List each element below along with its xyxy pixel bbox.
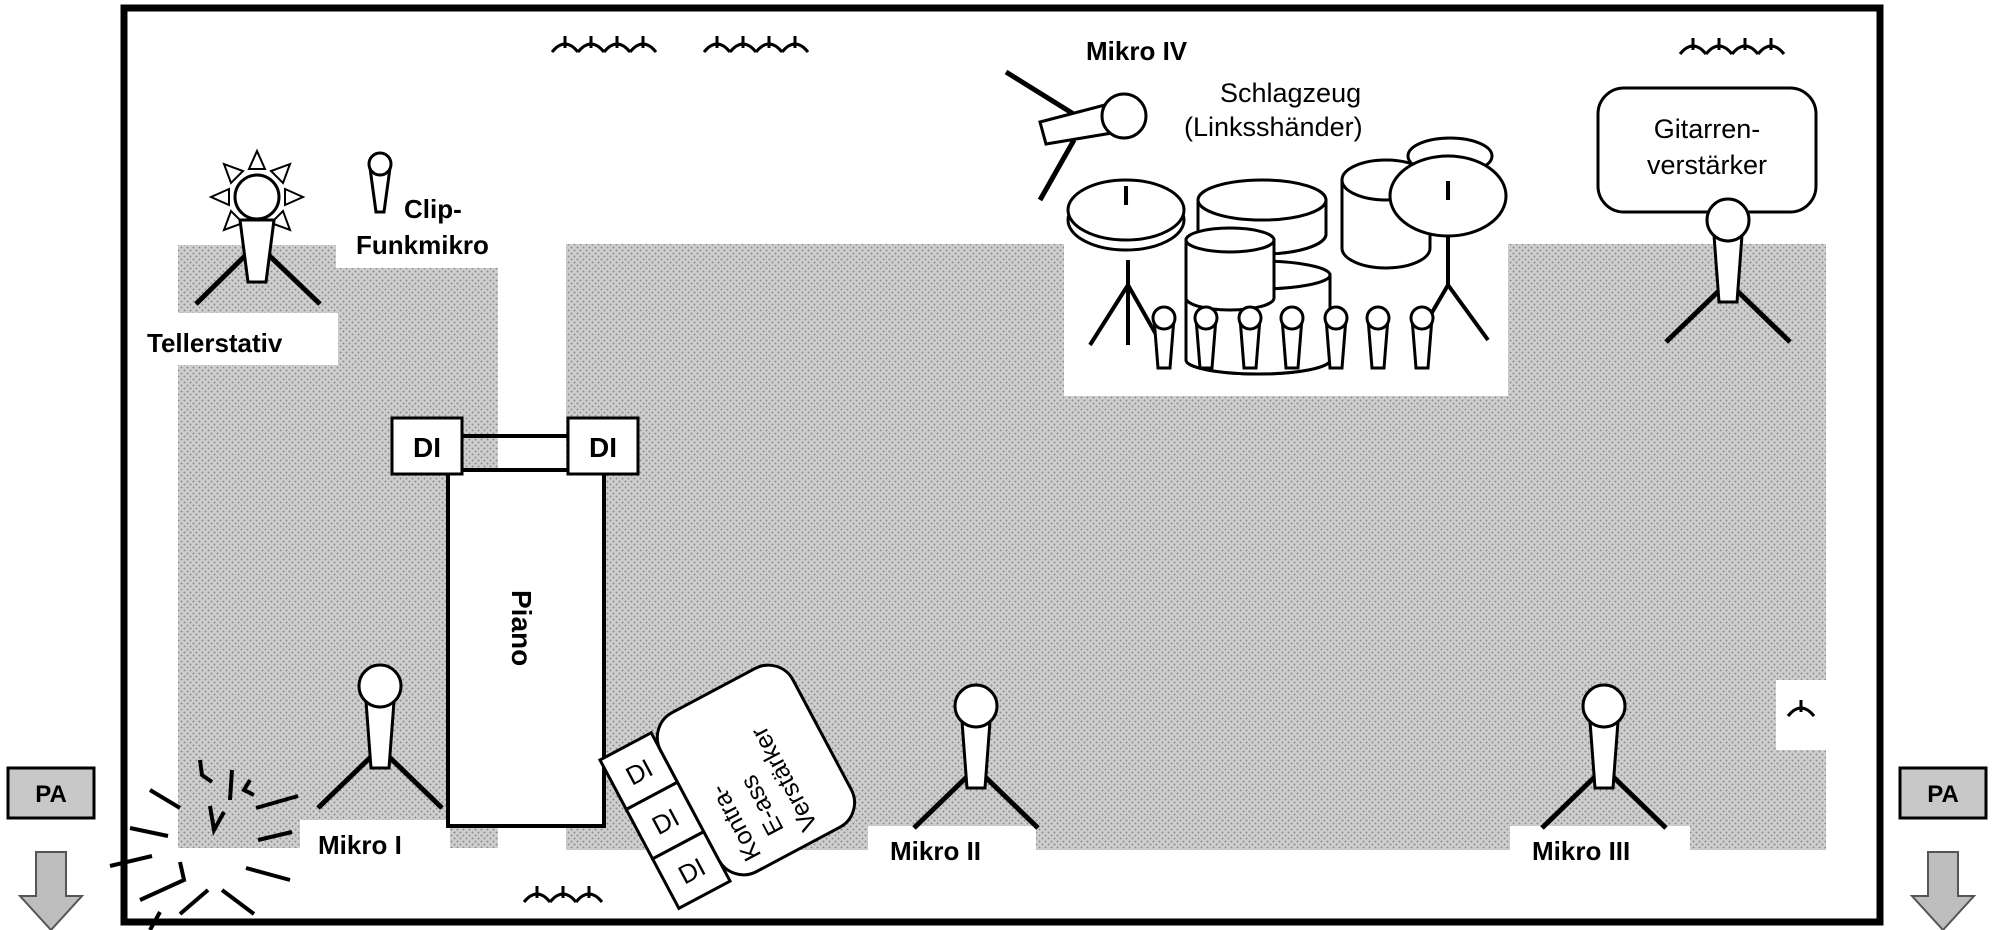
di-box-piano-left: DI [390, 416, 464, 476]
pa-left: PA [6, 766, 96, 930]
pa-left-arrow-icon [17, 851, 85, 930]
mikro-1-label: Mikro I [318, 830, 402, 860]
di-label: DI [413, 432, 441, 463]
mikro-2-label-bg [868, 826, 1036, 874]
di-box-piano-right: DI [566, 416, 640, 476]
clip-mic-icon [367, 151, 393, 214]
pa-right-label: PA [1927, 781, 1959, 808]
guitar-amp-label-2: verstärker [1647, 150, 1767, 180]
piano [446, 468, 606, 828]
pa-right: PA [1898, 766, 1988, 930]
di-label: DI [589, 432, 617, 463]
bass-amp [655, 663, 857, 877]
drums-label-2: (Linksshänder) [1184, 112, 1363, 142]
pa-left-label: PA [35, 781, 67, 808]
drum-kit: I I [1066, 136, 1508, 376]
mikro-4-mic [1004, 69, 1148, 202]
mikro-3-label-bg [1510, 826, 1690, 874]
guitar-amp-label-1: Gitarren- [1654, 114, 1761, 144]
tellerstativ-label-bg [142, 313, 338, 365]
stipple-area-main [566, 244, 1826, 850]
mikro-1-label-bg [300, 820, 450, 870]
burst-icon [109, 759, 299, 930]
clip-mic-label-1: Clip- [404, 194, 462, 224]
pa-right-arrow-icon [1909, 851, 1977, 930]
bass-amp-group: DI DI DI Kontra- E-ass Verstärker [597, 663, 857, 911]
cymbal-mark-right: I [1444, 175, 1452, 206]
mikro-3-label: Mikro III [1532, 836, 1630, 866]
mikro-4-label: Mikro IV [1086, 36, 1188, 66]
stipple-area-left [178, 245, 498, 848]
clip-mic-label-2: Funkmikro [356, 230, 489, 260]
tellerstativ-label: Tellerstativ [147, 328, 283, 358]
tellerstativ-stand [194, 218, 322, 306]
piano-label: Piano [506, 590, 537, 666]
seat-bg-right [1776, 680, 1826, 750]
drums-label-1: Schlagzeug [1220, 78, 1361, 108]
cymbal-mark-left: I [1122, 180, 1130, 211]
mikro-2-label: Mikro II [890, 836, 981, 866]
